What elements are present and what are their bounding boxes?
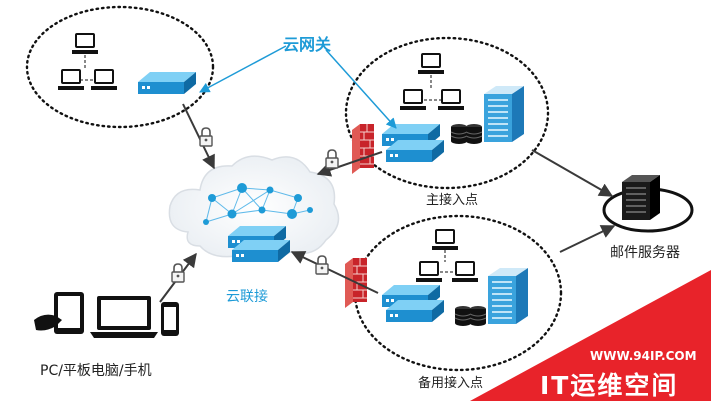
cloud-icon bbox=[168, 155, 340, 262]
lock-icon bbox=[315, 255, 329, 275]
lock-icon bbox=[325, 149, 339, 169]
database-icon bbox=[469, 305, 487, 327]
mail-server-label: 邮件服务器 bbox=[610, 245, 680, 261]
cloud-link-label: 云联接 bbox=[226, 289, 268, 305]
arrow-backup-to-mail bbox=[559, 225, 616, 253]
router-icon bbox=[138, 72, 196, 94]
lock-icon bbox=[171, 263, 185, 283]
router-icon bbox=[386, 140, 444, 162]
computer-icon bbox=[431, 229, 459, 251]
callout-to-gateway-main bbox=[325, 49, 397, 129]
cloud-gateway-label: 云网关 bbox=[283, 35, 332, 54]
database-icon bbox=[465, 123, 483, 145]
server-rack-icon bbox=[483, 85, 525, 143]
devices-label: PC/平板电脑/手机 bbox=[40, 363, 152, 379]
tablet-icon bbox=[54, 292, 84, 334]
main-access-point-label: 主接入点 bbox=[426, 193, 479, 208]
firewall-icon bbox=[351, 123, 375, 175]
arrow-gateway-to-cloud bbox=[182, 103, 215, 170]
database-icon bbox=[450, 123, 468, 145]
lock-icon bbox=[199, 127, 213, 147]
watermark-url: WWW.94IP.COM bbox=[590, 349, 697, 363]
arrow-main-to-mail bbox=[531, 149, 614, 197]
computer-icon bbox=[399, 89, 427, 111]
callout-to-gateway-left bbox=[199, 45, 287, 93]
phone-icon bbox=[161, 302, 179, 336]
watermark-brand: IT运维空间 bbox=[540, 371, 679, 400]
computer-icon bbox=[71, 33, 99, 55]
computer-icon bbox=[90, 69, 118, 91]
backup-site-boundary bbox=[353, 214, 563, 372]
main-site-boundary bbox=[344, 36, 550, 190]
arrow-backup-to-cloud bbox=[290, 251, 379, 294]
hand-icon bbox=[34, 314, 62, 331]
lan-left-boundary bbox=[25, 5, 215, 129]
server-rack-icon bbox=[487, 267, 529, 325]
computer-icon bbox=[415, 261, 443, 283]
watermark-banner bbox=[470, 270, 711, 401]
server-rack-icon bbox=[622, 175, 660, 220]
backup-access-point-label: 备用接入点 bbox=[418, 376, 484, 391]
router-icon bbox=[386, 300, 444, 322]
computer-icon bbox=[417, 53, 445, 75]
arrow-main-to-cloud bbox=[316, 151, 383, 177]
database-icon bbox=[454, 305, 472, 327]
laptop-icon bbox=[90, 296, 158, 338]
